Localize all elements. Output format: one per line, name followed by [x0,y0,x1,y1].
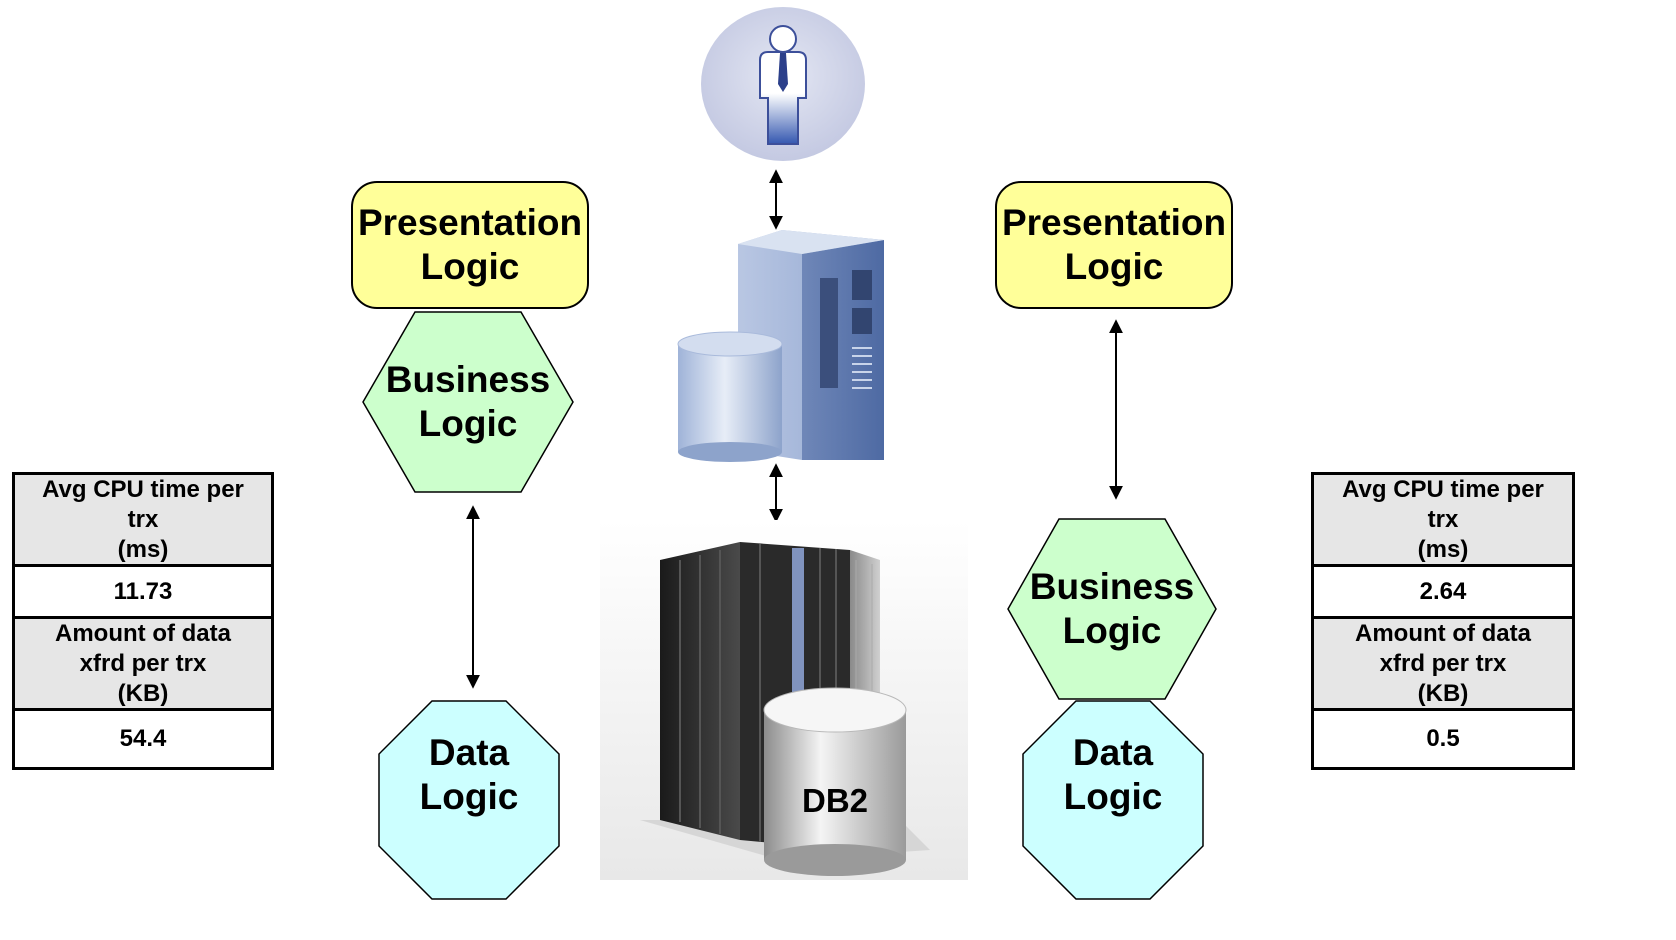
left-data-header-line3: (KB) [117,679,169,707]
db2-label: DB2 [801,782,869,819]
right-data-header-line2: xfrd per trx [1379,649,1507,677]
right-metrics-table: Avg CPU time per trx (ms) 2.64 Amount of… [1311,472,1575,770]
left-cpu-header-line1: Avg CPU time per [42,475,244,503]
right-cpu-header-line3: (ms) [1417,535,1469,563]
left-data-logic-octagon: Data Logic [378,700,560,900]
octagon-shape [378,700,560,900]
right-data-header-line3: (KB) [1417,679,1469,707]
hexagon-shape [1007,518,1217,700]
right-business-line2: Logic [1062,610,1162,651]
right-data-logic-octagon: Data Logic [1022,700,1204,900]
right-presentation-logic-box: Presentation Logic [995,181,1233,309]
right-data-line2: Logic [1063,776,1163,817]
left-data-header-line2: xfrd per trx [79,649,207,677]
right-data-header-line1: Amount of data [1355,619,1531,647]
left-presentation-logic-box: Presentation Logic [351,181,589,309]
left-metrics-table: Avg CPU time per trx (ms) 11.73 Amount o… [12,472,274,770]
left-cpu-value: 11.73 [15,567,271,616]
user-icon [701,7,865,161]
left-business-line1: Business [385,359,551,401]
left-cpu-header-line3: (ms) [117,535,169,563]
left-presentation-line2: Logic [420,246,520,287]
left-business-line2: Logic [418,403,518,444]
right-cpu-value: 2.64 [1314,567,1572,616]
left-cpu-header: Avg CPU time per trx (ms) [15,475,271,564]
right-presentation-line2: Logic [1064,246,1164,287]
left-data-value: 54.4 [15,711,271,767]
left-cpu-header-line2: trx [127,505,159,533]
server-icon [677,230,884,462]
right-data-line1: Data [1072,732,1154,774]
left-data-line2: Logic [419,776,519,817]
octagon-shape [1022,700,1204,900]
left-data-line1: Data [428,732,510,774]
right-cpu-header-line2: trx [1427,505,1459,533]
right-business-logic-hexagon: Business Logic [1007,518,1217,700]
right-cpu-header-line1: Avg CPU time per [1342,475,1544,503]
right-data-header: Amount of data xfrd per trx (KB) [1314,619,1572,708]
right-cpu-header: Avg CPU time per trx (ms) [1314,475,1572,564]
left-data-header: Amount of data xfrd per trx (KB) [15,619,271,708]
left-presentation-line1: Presentation [357,202,583,244]
hexagon-shape [362,311,574,493]
left-business-logic-hexagon: Business Logic [362,311,574,493]
right-business-line1: Business [1029,566,1195,608]
mainframe-icon [600,520,968,880]
left-data-header-line1: Amount of data [55,619,231,647]
right-presentation-line1: Presentation [1001,202,1227,244]
right-data-value: 0.5 [1314,711,1572,767]
